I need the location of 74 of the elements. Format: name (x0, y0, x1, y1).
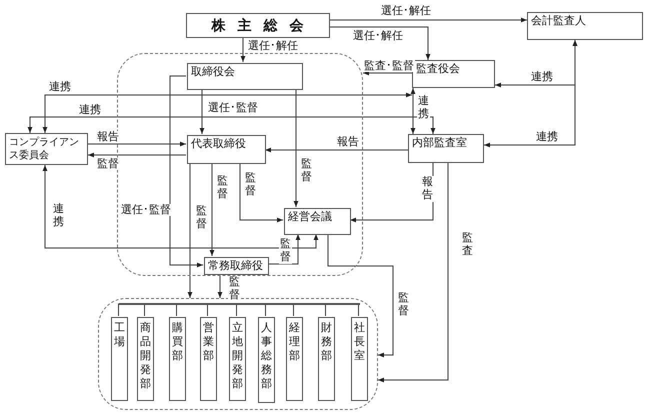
arrow (484, 40, 578, 148)
arrow (328, 234, 394, 358)
arrow (88, 152, 186, 158)
arrow (264, 148, 408, 152)
arrow (294, 88, 298, 208)
edge-label: 監督 (279, 238, 292, 264)
connector-line (176, 303, 177, 316)
arrow (42, 92, 412, 134)
org-box: 監査役会 (412, 60, 495, 88)
org-box: 会計監査人 (527, 12, 643, 40)
connector-line (293, 303, 294, 316)
org-box: 代表取締役 (187, 135, 266, 164)
arrow (170, 76, 204, 268)
arrow (378, 162, 448, 382)
connector-line (118, 303, 119, 316)
arrow (330, 18, 528, 22)
edge-label: 選任･解任 (352, 30, 404, 42)
arrow (28, 116, 436, 134)
arrow (188, 162, 192, 298)
org-box: 経営会議 (284, 208, 351, 235)
connector-line (358, 303, 359, 316)
org-box: 内部監査室 (408, 134, 484, 163)
edge-label: 選任･解任 (380, 5, 432, 17)
edge-label: 選任･監督 (120, 204, 172, 216)
arrow (88, 142, 186, 146)
arrow (218, 274, 222, 298)
department-box: 経理部 (286, 317, 303, 401)
arrow (362, 70, 412, 76)
org-box: コンプライアンス委員会 (5, 133, 88, 165)
arrow (42, 164, 318, 248)
dashed-group-frame (98, 298, 378, 410)
edge-label: 監督 (228, 276, 241, 302)
edge-label: 監査･監督 (363, 60, 415, 72)
arrow (210, 162, 214, 256)
connector-line (265, 303, 266, 316)
department-box: 人事総務部 (258, 317, 275, 403)
edge-label: 監督 (397, 292, 410, 318)
edge-label: 連携 (535, 131, 559, 143)
org-box: 取締役会 (187, 63, 303, 90)
edge-label: 監督 (300, 158, 313, 184)
edge-label: 監督 (244, 172, 257, 198)
department-box: 財務部 (318, 317, 335, 401)
arrow (330, 26, 430, 60)
arrow (240, 38, 246, 62)
department-box: 購買部 (169, 317, 186, 401)
edge-label: 監査 (461, 232, 474, 258)
connector-line (207, 303, 208, 316)
department-box: 工場 (111, 317, 128, 401)
connector-line (325, 303, 326, 316)
edge-label: 連携 (530, 71, 554, 83)
edge-label: 連携 (417, 95, 430, 121)
edge-label: 報告 (421, 176, 434, 202)
edge-label: 監督 (96, 158, 120, 170)
department-box: 営業部 (200, 317, 217, 401)
arrow (200, 88, 204, 134)
edge-label: 報告 (336, 136, 360, 148)
department-box: 商品開発部 (137, 317, 154, 401)
connector-line (236, 303, 237, 316)
arrow (410, 88, 416, 134)
arrow (268, 234, 300, 264)
edge-label: 選任･監督 (207, 102, 259, 114)
edge-label: 監督 (195, 205, 208, 231)
department-box: 社長室 (351, 317, 368, 401)
department-box: 立地開発部 (229, 317, 246, 401)
edge-label: 報告 (96, 131, 120, 143)
connector-line (144, 303, 145, 316)
edge-label: 連携 (78, 104, 102, 116)
org-box: 株主総会 (186, 13, 330, 38)
edge-label: 連携 (52, 203, 65, 229)
edge-label: 監督 (216, 175, 229, 201)
edge-label: 連携 (48, 81, 72, 93)
arrow (240, 162, 284, 222)
org-box: 常務取締役 (204, 257, 269, 275)
edge-label: 選任･解任 (247, 40, 299, 52)
